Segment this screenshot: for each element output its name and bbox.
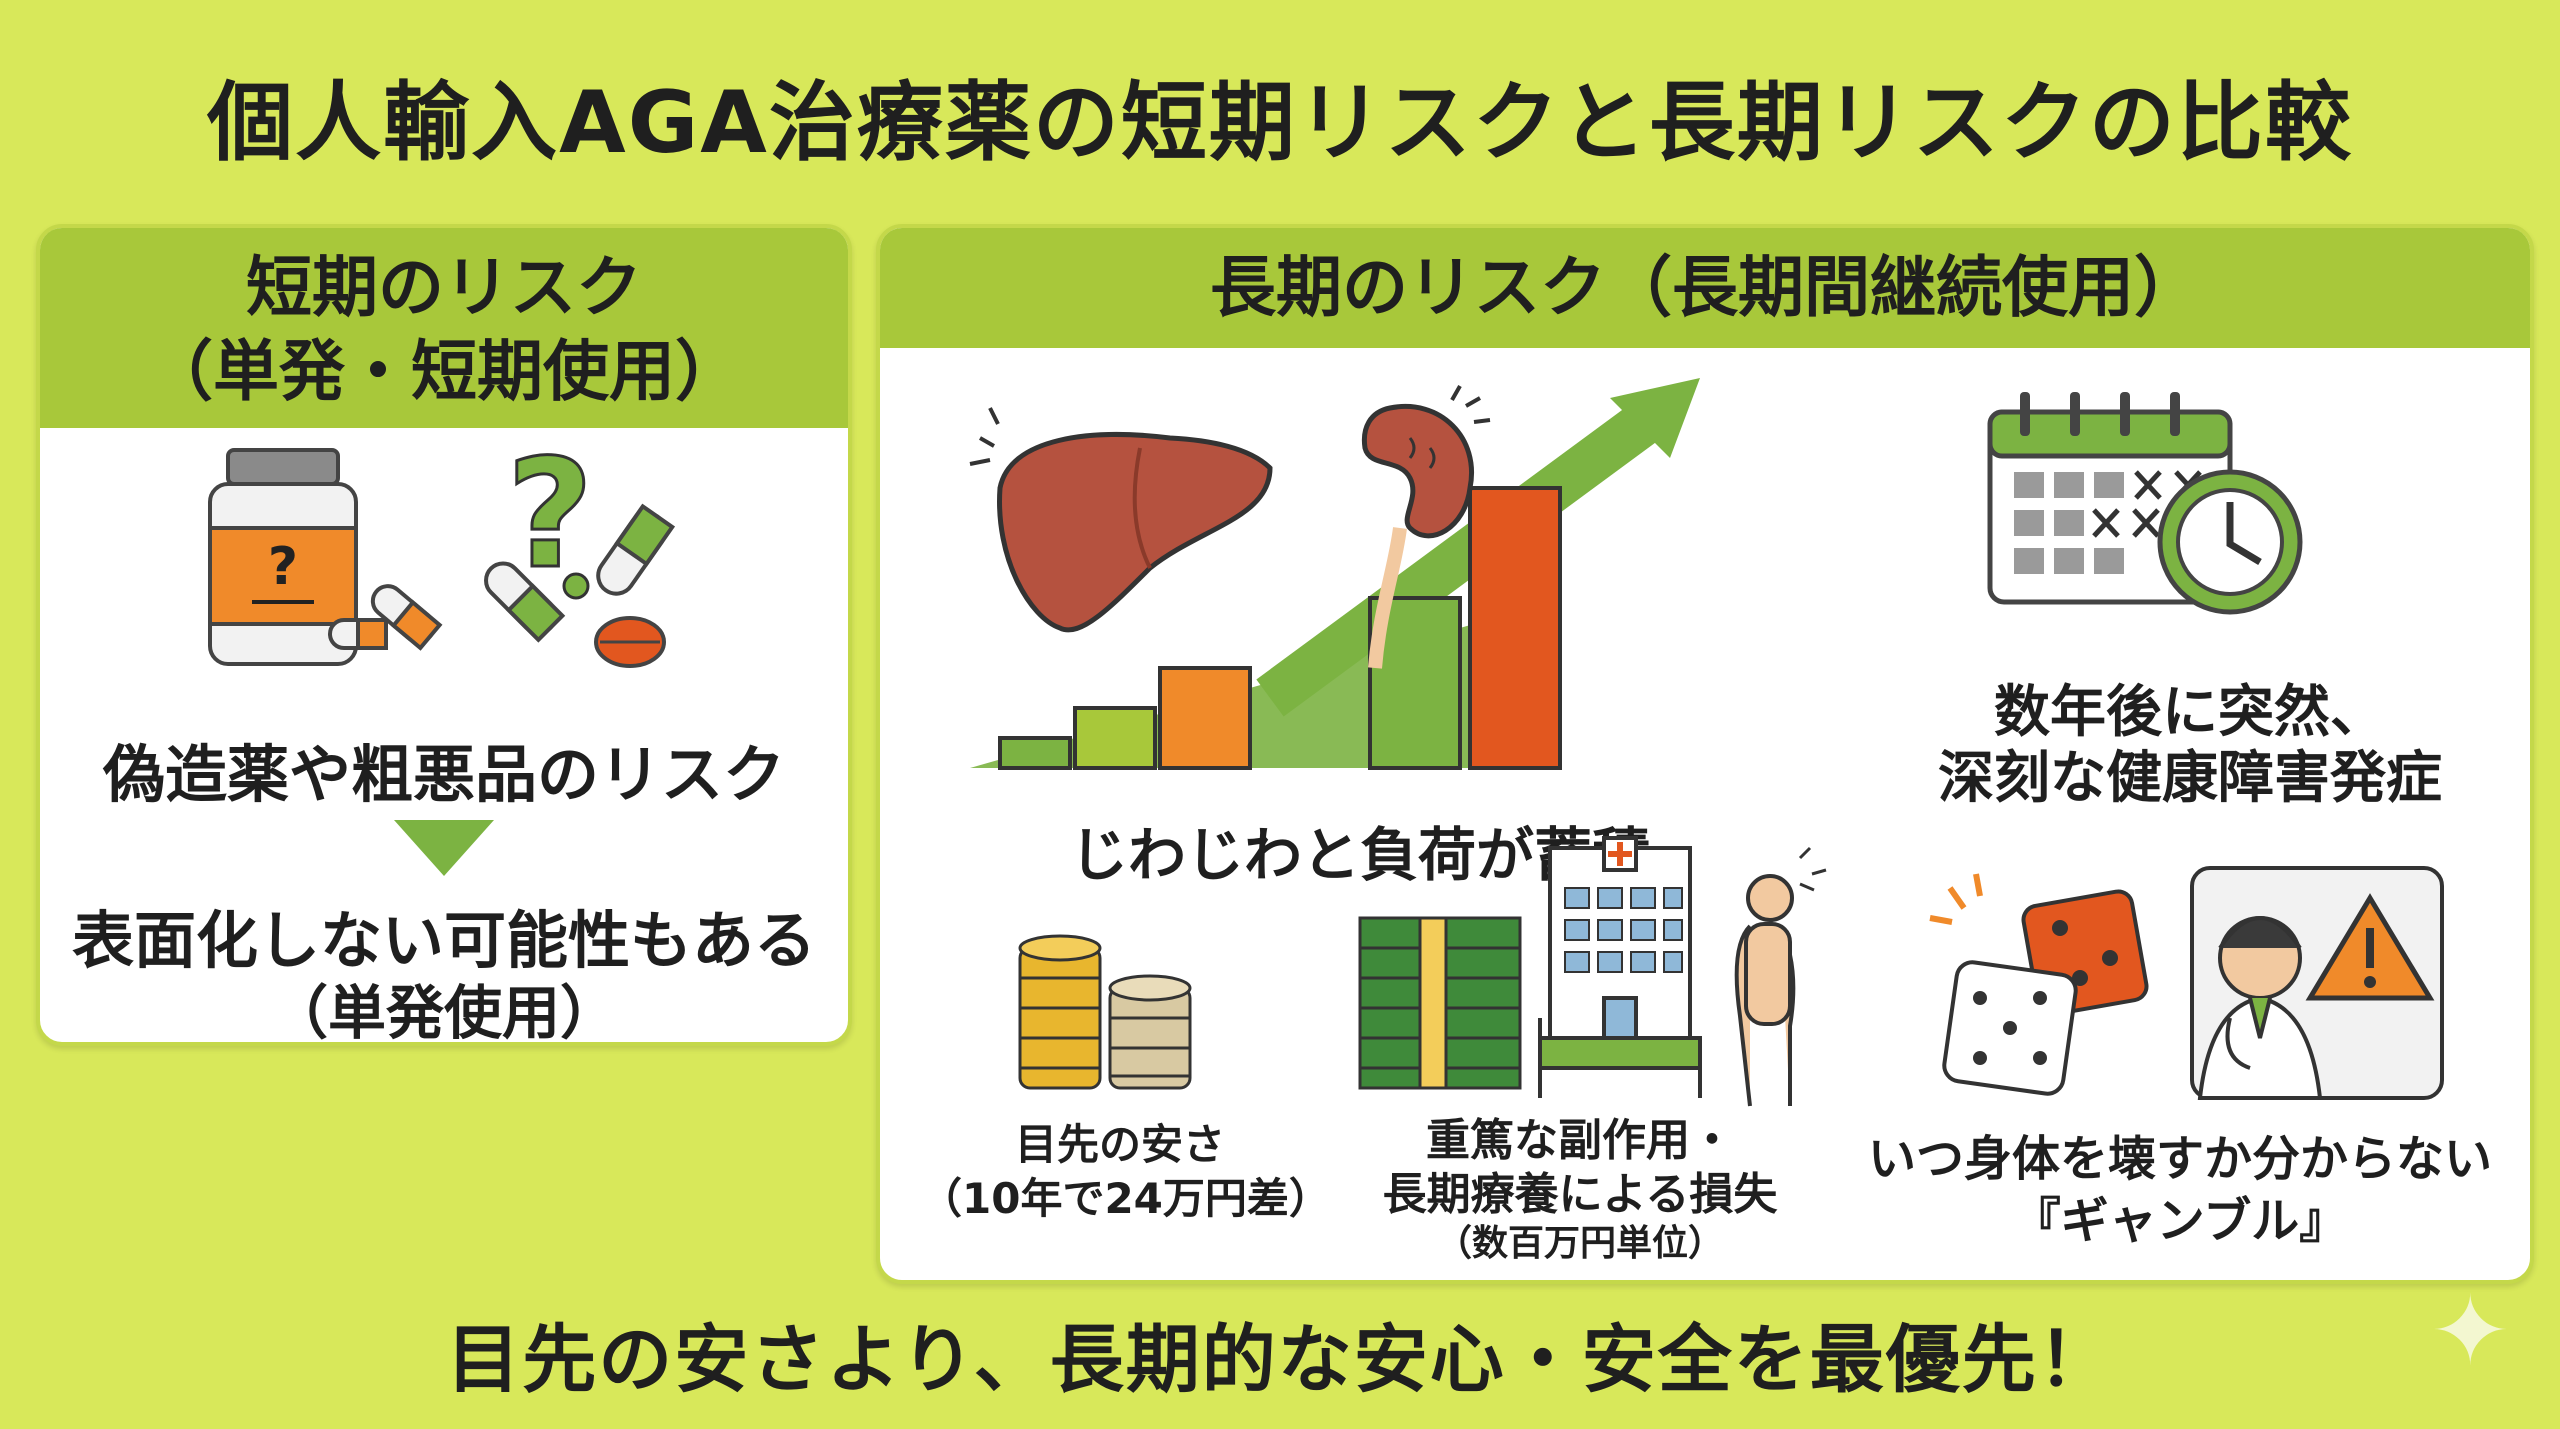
dice-icon (1929, 866, 2444, 1100)
hospital-icon (1548, 836, 1692, 1050)
sudden-onset-line1: 数年後に突然、 (1994, 680, 2386, 745)
capsule-icon (596, 503, 676, 596)
cash-bundle-icon (1358, 836, 1827, 1107)
short-term-heading-line1: 短期のリスク (246, 249, 642, 326)
loss-line1: 重篤な副作用・ (1426, 1115, 1734, 1166)
short-term-savings-label: 目先の安さ （10年で24万円差） (920, 1118, 1331, 1226)
sudden-onset-label: 数年後に突然、 深刻な健康障害発症 (1880, 680, 2500, 812)
gamble-label: いつ身体を壊すか分からない 『ギャンブル』 (1830, 1128, 2530, 1252)
liver-icon (969, 407, 1273, 633)
pill-bottle-icon: ? (208, 448, 443, 666)
bottle-question-mark: ? (268, 537, 298, 597)
calendar-icon (1987, 392, 2303, 615)
question-mark-icon: ? (484, 427, 676, 668)
warning-icon (2305, 893, 2435, 1001)
gamble-line2: 『ギャンブル』 (2012, 1193, 2348, 1249)
sick-person-icon (1734, 846, 1827, 1107)
gamble-line1: いつ身体を壊すか分からない (1867, 1131, 2492, 1187)
down-arrow-icon (394, 820, 494, 876)
kidney-icon (1361, 385, 1491, 669)
coin-stack-icon (1018, 934, 1192, 1090)
clock-icon (2157, 469, 2303, 615)
savings-line1: 目先の安さ (1014, 1120, 1225, 1169)
short-term-heading: 短期のリスク （単発・短期使用） (40, 228, 848, 428)
counterfeit-risk-label: 偽造薬や粗悪品のリスク (102, 738, 785, 811)
serious-loss-label: 重篤な副作用・ 長期療養による損失 （数百万円単位） (1320, 1114, 1840, 1266)
short-term-risk-panel: 短期のリスク （単発・短期使用） ? ? 偽造 (36, 224, 852, 1046)
page-title: 個人輸入AGA治療薬の短期リスクと長期リスクの比較 (207, 73, 2353, 173)
may-not-surface-label: 表面化しない可能性もある (71, 904, 816, 977)
single-use-note: （単発使用） (269, 979, 618, 1046)
hospital-bed-icon (1538, 1018, 1702, 1098)
capsule-icon (328, 618, 388, 650)
sparkle-icon: ✦ (2430, 1275, 2511, 1387)
capsule-icon (484, 561, 566, 643)
conclusion-footer: 目先の安さより、長期的な安心・安全を最優先！ (446, 1317, 2114, 1403)
rising-bar-chart-icon (969, 378, 1700, 770)
long-term-risk-panel: 長期のリスク（長期間継続使用） じわじわと負荷が蓄積 (876, 224, 2534, 1284)
long-term-heading: 長期のリスク（長期間継続使用） (880, 228, 2530, 348)
sudden-onset-line2: 深刻な健康障害発症 (1938, 746, 2442, 811)
tablet-icon (594, 616, 666, 668)
loss-line2: 長期療養による損失 (1382, 1169, 1778, 1220)
capsule-icon (370, 584, 443, 651)
savings-line2: （10年で24万円差） (920, 1174, 1331, 1223)
short-term-heading-line2: （単発・短期使用） (147, 333, 741, 410)
loss-line3: （数百万円単位） (1435, 1223, 1724, 1264)
